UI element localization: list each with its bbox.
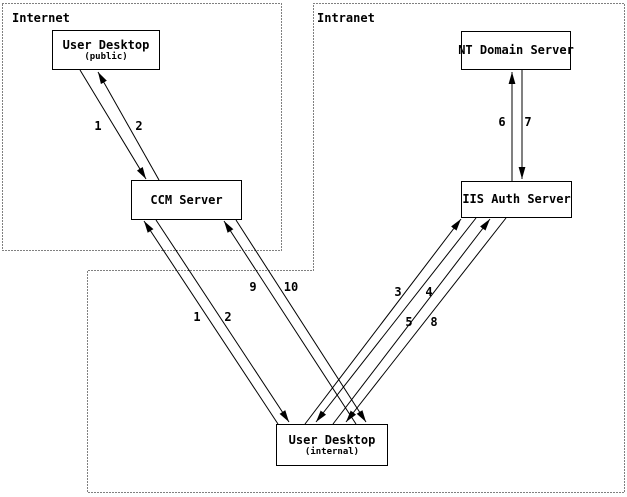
- edge-1-internal-desktop-to-ccm: [143, 220, 279, 425]
- arrow-edges: [79, 69, 526, 425]
- edge-number-label: 7: [524, 115, 532, 129]
- edge-number-label: 5: [405, 315, 413, 329]
- dotted-region-borders: [2, 3, 625, 493]
- region-label-internet: Internet: [12, 11, 70, 25]
- node-subtitle: (internal): [304, 446, 360, 457]
- edge-9-internal-desktop-to-ccm: [223, 220, 357, 425]
- region-label-intranet: Intranet: [317, 11, 375, 25]
- edge-number-label: 1: [193, 310, 201, 324]
- node-title: CCM Server: [150, 192, 223, 207]
- edge-5-internal-desktop-to-iis: [332, 218, 491, 425]
- edge-number-label: 10: [283, 280, 299, 294]
- node-title: User Desktop: [288, 432, 376, 447]
- edge-number-label: 2: [135, 119, 143, 133]
- edge-4-iis-to-internal-desktop: [315, 217, 477, 423]
- region-border-internet: [2, 3, 282, 251]
- node-title: NT Domain Server: [458, 43, 574, 57]
- edge-number-label: 8: [430, 315, 438, 329]
- edge-2-ccm-to-internal-desktop: [155, 219, 290, 423]
- edge-10-ccm-to-internal-desktop: [235, 219, 367, 423]
- node-iis-auth-server: IIS Auth Server: [461, 181, 572, 218]
- node-ccm-server: CCM Server: [131, 180, 242, 220]
- edge-number-label: 9: [249, 280, 257, 294]
- edge-2-ccm-to-public-desktop: [97, 71, 160, 181]
- node-user-desktop-internal: User Desktop(internal): [276, 424, 388, 466]
- edge-8-iis-to-internal-desktop: [345, 217, 507, 423]
- edge-1-public-desktop-to-ccm: [79, 69, 147, 180]
- edge-number-label: 2: [224, 310, 232, 324]
- edge-number-label: 3: [394, 285, 402, 299]
- edge-number-label: 4: [425, 285, 433, 299]
- edge-number-label: 6: [498, 115, 506, 129]
- node-title: IIS Auth Server: [462, 192, 571, 206]
- node-nt-domain-server: NT Domain Server: [458, 31, 574, 70]
- node-user-desktop-public: User Desktop(public): [52, 30, 160, 70]
- node-title: User Desktop: [62, 37, 150, 52]
- edge-number-label: 1: [94, 119, 102, 133]
- edge-3-internal-desktop-to-iis: [304, 218, 462, 425]
- region-border-intranet: [87, 3, 625, 493]
- node-subtitle: (public): [84, 51, 128, 62]
